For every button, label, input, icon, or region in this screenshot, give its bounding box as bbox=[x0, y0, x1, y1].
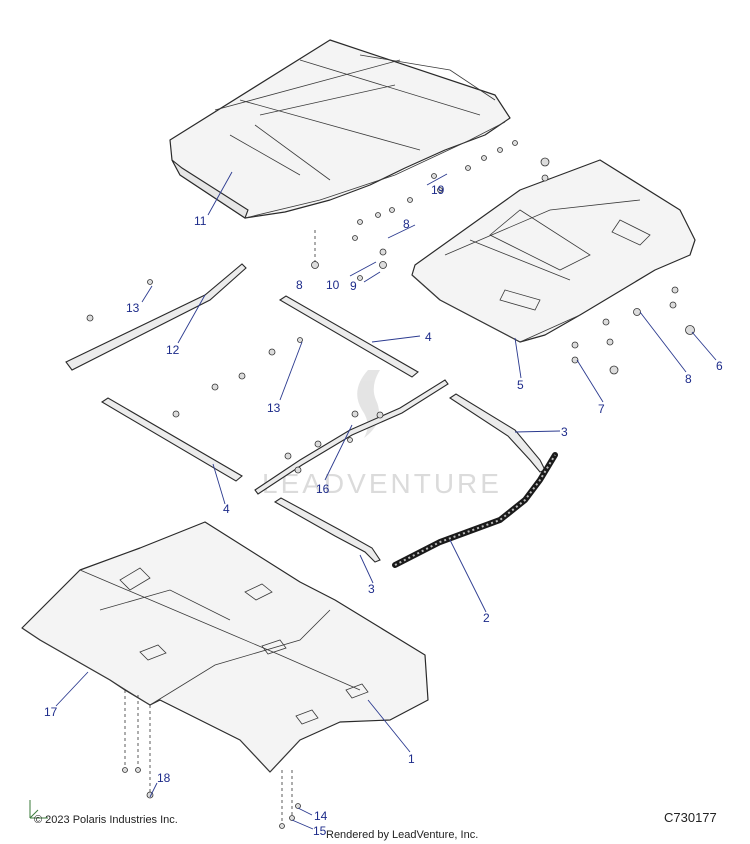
callout-5: 5 bbox=[517, 378, 524, 392]
edge-trim-right bbox=[449, 393, 546, 473]
callout-12: 12 bbox=[166, 343, 180, 357]
callout-13-mid: 13 bbox=[267, 401, 281, 415]
callout-4-lower: 4 bbox=[223, 502, 230, 516]
callout-9: 9 bbox=[350, 279, 357, 293]
door-seal bbox=[392, 452, 558, 568]
callout-16: 16 bbox=[316, 482, 330, 496]
callout-15: 15 bbox=[313, 824, 327, 838]
callout-11: 11 bbox=[194, 214, 207, 228]
figure-code: C730177 bbox=[664, 810, 717, 825]
roof-strip-lower bbox=[100, 397, 243, 482]
center-trim-bar bbox=[254, 379, 449, 495]
trim-clips bbox=[86, 279, 384, 474]
callout-6: 6 bbox=[716, 359, 723, 373]
callout-19: 19 bbox=[431, 183, 445, 197]
callout-3-right: 3 bbox=[561, 425, 568, 439]
callout-1: 1 bbox=[408, 752, 415, 766]
copyright-text: © 2023 Polaris Industries Inc. bbox=[34, 814, 178, 826]
callout-8-right: 8 bbox=[685, 372, 692, 386]
callout-8-left: 8 bbox=[296, 278, 303, 292]
callout-2: 2 bbox=[483, 611, 490, 625]
callout-18: 18 bbox=[157, 771, 171, 785]
headliner-panel bbox=[21, 521, 429, 773]
edge-trim-lower bbox=[273, 497, 381, 563]
watermark-text: LEADVENTURE bbox=[262, 468, 502, 499]
axis-triad-icon bbox=[29, 800, 48, 819]
rear-roof-panel bbox=[411, 159, 696, 343]
rendered-by-text: Rendered by LeadVenture, Inc. bbox=[326, 829, 478, 841]
leadventure-watermark: LEADVENTURE bbox=[262, 370, 502, 499]
roof-strip-upper bbox=[278, 295, 419, 378]
callout-8-top: 8 bbox=[403, 217, 410, 231]
callout-13-top: 13 bbox=[126, 301, 140, 315]
roof-top-panel bbox=[169, 39, 511, 219]
callout-3-lower: 3 bbox=[368, 582, 375, 596]
callout-labels: 11 19 8 8 10 9 13 12 4 13 16 3 4 3 2 5 7… bbox=[44, 183, 723, 838]
callout-10: 10 bbox=[326, 278, 340, 292]
callout-17: 17 bbox=[44, 705, 58, 719]
callout-4-upper: 4 bbox=[425, 330, 432, 344]
leader-lines bbox=[55, 171, 717, 830]
callout-14: 14 bbox=[314, 809, 328, 823]
callout-7: 7 bbox=[598, 402, 605, 416]
